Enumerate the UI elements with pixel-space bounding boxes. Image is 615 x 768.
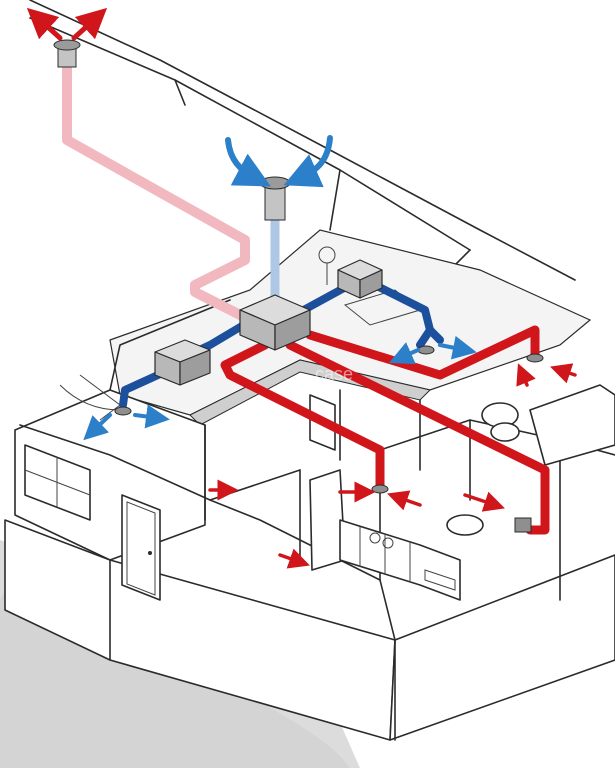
supply-room-arrows: [208, 363, 577, 569]
roof-outline: [29, 0, 576, 281]
fan-box-left: [154, 339, 211, 386]
bathroom-fixtures: [446, 384, 615, 536]
room-vents: [114, 345, 544, 533]
exhaust-outlet-arrows: [26, 7, 108, 41]
extract-room-arrows: [83, 335, 477, 441]
attic-ceiling: [109, 229, 592, 426]
roof-exhaust-vent-icon: [53, 39, 81, 68]
kitchen: [309, 469, 461, 601]
watermark-text: ...case: [300, 364, 353, 384]
windows: [24, 394, 336, 521]
ventilation-unit: [239, 294, 311, 351]
roof-intake-vent-icon: [259, 176, 291, 221]
supply-ducts: [220, 325, 550, 535]
front-door: [121, 494, 161, 601]
fan-box-right: [337, 259, 383, 299]
exhaust-outside-duct: [62, 55, 255, 325]
intake-arrows: [225, 135, 333, 188]
